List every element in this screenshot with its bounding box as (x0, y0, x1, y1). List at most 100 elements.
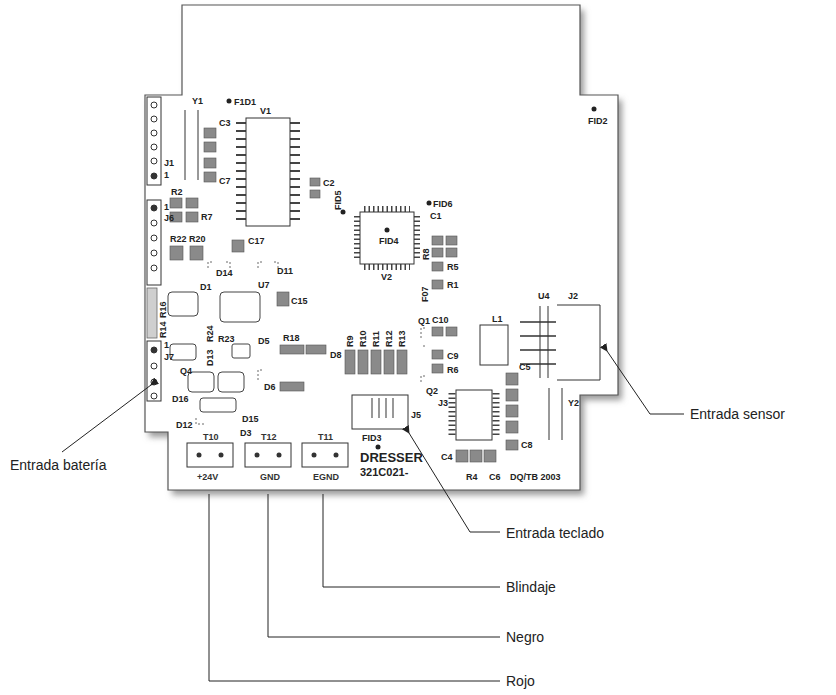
component-label: C17 (248, 236, 265, 246)
pad (446, 236, 457, 245)
component-label: R23 (218, 334, 235, 344)
outline (557, 305, 600, 380)
model-label: 321C021- (360, 466, 408, 478)
component-label: R7 (201, 212, 213, 222)
terminal-label: T10 (203, 432, 219, 442)
component-label: R4 (466, 472, 478, 482)
component-label: R22 (170, 234, 187, 244)
pad (470, 450, 482, 462)
pad (204, 128, 216, 138)
component-label: R6 (447, 365, 459, 375)
leader-line (268, 494, 500, 637)
connector-j2 (520, 305, 600, 380)
pin-hole (151, 347, 157, 353)
pin-holes (151, 102, 157, 399)
component-label: R2 (171, 187, 183, 197)
ic-j3 (452, 390, 496, 440)
outline (421, 376, 425, 384)
inductor-l1 (480, 325, 508, 365)
pad (432, 327, 443, 336)
fiducial (227, 99, 232, 104)
component-label: FID2 (588, 116, 608, 126)
pad (432, 364, 443, 373)
component-label: V1 (260, 106, 271, 116)
pad (432, 236, 443, 245)
callout-label: Entrada teclado (506, 525, 604, 541)
screw (219, 453, 224, 458)
pad (432, 262, 443, 271)
component-label: U7 (258, 280, 270, 290)
pin-hole (151, 173, 157, 179)
connector-j7 (147, 341, 161, 401)
terminal-label: T12 (261, 432, 277, 442)
pin-hole (151, 393, 157, 399)
component-label: U4 (538, 291, 550, 301)
connector-j6 (147, 200, 161, 285)
component-label: C3 (219, 118, 231, 128)
pad (506, 389, 518, 401)
terminals (187, 443, 348, 467)
component-label: J1 (164, 158, 174, 168)
pin-hole (151, 220, 157, 226)
pin-hole (151, 102, 157, 108)
crystal-line (198, 110, 199, 180)
component-label: C5 (519, 362, 531, 372)
outline (168, 292, 198, 316)
pad (506, 440, 518, 450)
callout-label: Negro (506, 629, 544, 645)
outline (421, 328, 425, 346)
component-label: D8 (330, 350, 342, 360)
ic-v2 (357, 209, 417, 267)
outline (540, 306, 541, 378)
component-label: DQ/TB 2003 (510, 472, 561, 482)
component-label: V2 (381, 272, 392, 282)
crystal-line (549, 388, 550, 440)
component-label: C6 (489, 472, 501, 482)
brand-label: DRESSER (360, 450, 423, 465)
component-label: J5 (411, 410, 421, 420)
regulator-u4 (540, 306, 548, 378)
pad (280, 345, 304, 354)
ic-pins (493, 393, 500, 438)
pad (306, 345, 326, 354)
pad (280, 382, 304, 391)
pad (432, 248, 443, 257)
outline (218, 372, 244, 392)
component-label: D12 (176, 420, 193, 430)
callout-label: Blindaje (506, 579, 556, 595)
pad (432, 280, 443, 289)
component-label: D15 (242, 414, 259, 424)
pin-hole (151, 250, 157, 256)
component-label: J6 (164, 213, 174, 223)
component-label: FID6 (433, 199, 453, 209)
smd-pads (170, 128, 518, 462)
component-label: R1 (447, 280, 459, 290)
ic-body (360, 212, 414, 264)
leader-line (323, 494, 500, 587)
component-label: R10 (358, 330, 368, 347)
pad (456, 450, 468, 462)
component-label: 1 (164, 340, 169, 350)
pad (432, 350, 443, 359)
pin-hole (151, 379, 157, 385)
pin-hole (151, 265, 157, 271)
outline (548, 306, 549, 378)
component-label: J2 (568, 291, 578, 301)
component-label: R9 (345, 335, 355, 347)
pin-hole (151, 158, 157, 164)
terminal-t12 (245, 443, 291, 467)
pad (186, 212, 198, 222)
component-block (147, 288, 157, 338)
pad (190, 246, 203, 260)
component-label: R16 (158, 301, 168, 318)
leader-line (607, 351, 684, 414)
fiducial (341, 210, 346, 215)
pad (446, 327, 457, 336)
component-label: R8 (421, 248, 431, 260)
leader-lines (62, 351, 684, 681)
ic-pins (449, 393, 456, 438)
component-label: D1 (200, 282, 212, 292)
leader-line (62, 385, 151, 452)
pad (310, 178, 320, 186)
pad (204, 142, 216, 152)
